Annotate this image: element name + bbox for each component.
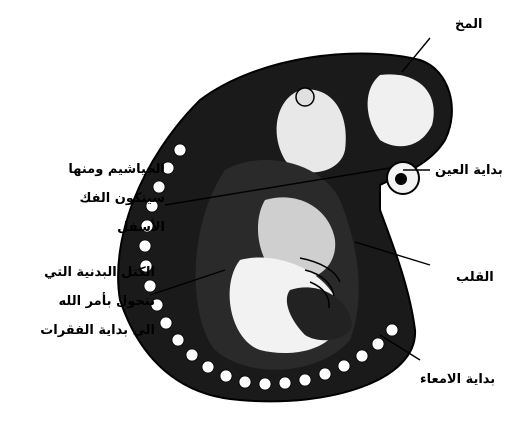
label-somites-line-2: تتحول بأمر الله bbox=[10, 287, 155, 316]
label-gills-line-3: الأسفل bbox=[20, 213, 165, 242]
label-somites-line-3: الى بداية الفقرات bbox=[10, 316, 155, 345]
label-gut: بداية الامعاء bbox=[420, 365, 495, 394]
label-gills-line-2: سيتكون الفك bbox=[20, 184, 165, 213]
label-brain: المخ bbox=[455, 10, 482, 39]
label-gills-line-1: الخياشيم ومنها bbox=[20, 155, 165, 184]
eye-pupil bbox=[395, 173, 407, 185]
label-eye: بداية العين bbox=[435, 156, 503, 185]
label-gills: الخياشيم ومنها سيتكون الفك الأسفل bbox=[20, 155, 165, 242]
label-somites-line-1: الكتل البدنية التي bbox=[10, 258, 155, 287]
label-somites: الكتل البدنية التي تتحول بأمر الله الى ب… bbox=[10, 258, 155, 345]
ear-vesicle bbox=[296, 88, 314, 106]
label-heart: القلب bbox=[456, 263, 494, 292]
